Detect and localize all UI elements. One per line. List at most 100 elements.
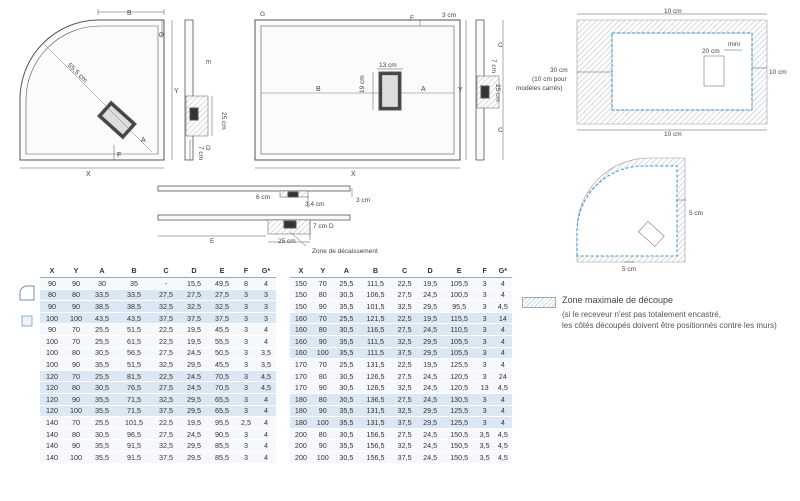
- rect-shape-icon: [21, 315, 33, 327]
- table-cell: 3: [475, 416, 494, 429]
- table-cell: 3: [475, 405, 494, 418]
- table-cell: 19,5: [180, 416, 208, 429]
- table-cell: 24,5: [417, 451, 443, 464]
- table-cell: 22,5: [152, 416, 180, 429]
- r-dim-3cm: 3 cm: [442, 12, 456, 19]
- table-cell: 30,5: [333, 370, 360, 383]
- table-cell: 33,5: [88, 289, 116, 302]
- table-cell: 33,5: [116, 289, 152, 302]
- table-cell: 61,5: [116, 335, 152, 348]
- table-cell: 3: [236, 405, 256, 418]
- cq-dim-right: 5 cm: [689, 210, 703, 217]
- table-cell: 27,5: [391, 289, 418, 302]
- table-cell: 150: [290, 300, 312, 313]
- table-cell: 90: [311, 300, 334, 313]
- table-cell: 27,5: [208, 289, 236, 302]
- table-cell: 105,5: [442, 347, 476, 360]
- table-cell: 200: [290, 428, 312, 441]
- table-cell: 27,5: [180, 289, 208, 302]
- table-cell: 25,5: [88, 335, 116, 348]
- table-cell: 70: [311, 277, 334, 290]
- table-cell: 4,5: [493, 300, 512, 313]
- table-cell: 19,5: [417, 358, 443, 371]
- table-cell: 120: [40, 405, 64, 418]
- table-cell: 45,5: [208, 323, 236, 336]
- table-cell: 90: [64, 393, 88, 406]
- table-cell: 30,5: [333, 323, 360, 336]
- table-cell: 70: [64, 323, 88, 336]
- table-cell: 32,5: [152, 439, 180, 452]
- table-cell: 4: [256, 439, 276, 452]
- table-cell: 24,5: [417, 370, 443, 383]
- table-cell: 3: [256, 300, 276, 313]
- table-cell: 35,5: [333, 335, 360, 348]
- table-cell: 80: [311, 289, 334, 302]
- table-cell: 35,5: [88, 451, 116, 464]
- table-header-cell: D: [180, 264, 208, 278]
- table-cell: 90: [311, 439, 334, 452]
- table-cell: 150,5: [442, 439, 476, 452]
- table-cell: 3: [236, 370, 256, 383]
- table-cell: 131,5: [359, 358, 392, 371]
- table-cell: 38,5: [116, 300, 152, 313]
- table-header-cell: C: [152, 264, 180, 278]
- table-cell: 90: [64, 358, 88, 371]
- table-cell: 91,5: [116, 451, 152, 464]
- legend-note-line-1: (si le receveur n'est pas totalement enc…: [562, 310, 721, 319]
- table-cell: 30,5: [333, 289, 360, 302]
- table-cell: 3: [236, 428, 256, 441]
- table-cell: 3: [256, 312, 276, 325]
- table-cell: 200: [290, 451, 312, 464]
- table-cell: 4: [256, 335, 276, 348]
- table-cell: 55,5: [208, 335, 236, 348]
- rs-dim-7: 7 cm: [490, 59, 497, 73]
- table-cell: 3,5: [256, 347, 276, 360]
- table-cell: 3: [475, 277, 494, 290]
- table-cell: 100: [40, 347, 64, 360]
- table-cell: 25,5: [88, 323, 116, 336]
- table-cell: 125,5: [442, 416, 476, 429]
- table-cell: 30,5: [88, 428, 116, 441]
- q-dim-Y: Y: [174, 88, 179, 95]
- table-header-cell: X: [40, 264, 64, 278]
- rs-dim-25: 25 cm: [494, 84, 501, 102]
- table-cell: 37,5: [180, 312, 208, 325]
- table-cell: 3: [236, 358, 256, 371]
- qs-dim-E: E: [204, 60, 211, 65]
- table-cell: 35,5: [333, 405, 360, 418]
- table-cell: 85,5: [208, 439, 236, 452]
- table-cell: 160: [290, 323, 312, 336]
- table-cell: 3: [475, 347, 494, 360]
- c-dim-right: 10 cm: [769, 69, 787, 76]
- table-cell: 30: [88, 277, 116, 290]
- table-cell: 90: [40, 323, 64, 336]
- table-cell: 24,5: [180, 381, 208, 394]
- table-cell: 3,5: [475, 451, 494, 464]
- r-dim-A: A: [421, 86, 426, 93]
- table-cell: 27,5: [391, 428, 418, 441]
- table-cell: 70: [64, 416, 88, 429]
- r-dim-X: X: [351, 171, 356, 178]
- table-cell: 80: [64, 428, 88, 441]
- table-cell: 24,5: [180, 347, 208, 360]
- table-cell: 80: [40, 289, 64, 302]
- table-cell: 105,5: [442, 335, 476, 348]
- table-cell: 51,5: [116, 358, 152, 371]
- table-cell: 4: [493, 289, 512, 302]
- table-cell: 70: [64, 335, 88, 348]
- table-cell: 100: [64, 405, 88, 418]
- legend-title: Zone maximale de découpe: [562, 295, 674, 305]
- table-header-cell: F: [475, 264, 494, 278]
- table-cell: 100: [40, 312, 64, 325]
- table-cell: 125,5: [442, 405, 476, 418]
- table-cell: 140: [40, 416, 64, 429]
